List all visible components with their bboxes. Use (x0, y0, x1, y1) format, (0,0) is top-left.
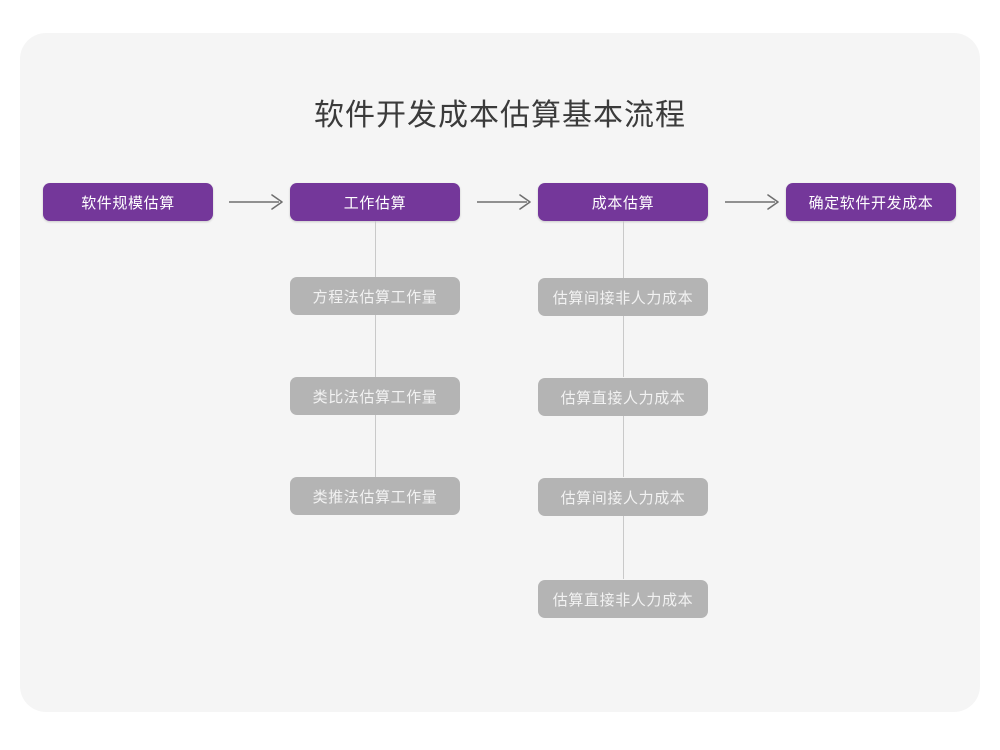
connector-line-col3-2 (623, 316, 624, 377)
substep-box-col2-2[interactable]: 类比法估算工作量 (290, 377, 460, 415)
page-title: 软件开发成本估算基本流程 (314, 99, 686, 132)
substep-box-col3-2[interactable]: 估算直接人力成本 (538, 378, 708, 416)
stage-box-1[interactable]: 软件规模估算 (43, 183, 213, 221)
connector-line-col2-3 (375, 415, 376, 477)
right-arrow-icon-2 (473, 190, 538, 214)
substep-box-col3-4[interactable]: 估算直接非人力成本 (538, 580, 708, 618)
diagram-card (20, 33, 980, 712)
substep-box-col2-3[interactable]: 类推法估算工作量 (290, 477, 460, 515)
substep-box-col3-3[interactable]: 估算间接人力成本 (538, 478, 708, 516)
connector-line-col3-4 (623, 516, 624, 579)
stage-box-4[interactable]: 确定软件开发成本 (786, 183, 956, 221)
connector-line-col3-1 (623, 221, 624, 278)
stage-box-2[interactable]: 工作估算 (290, 183, 460, 221)
connector-line-col2-1 (375, 221, 376, 277)
stage-box-3[interactable]: 成本估算 (538, 183, 708, 221)
right-arrow-icon-3 (721, 190, 786, 214)
substep-box-col2-1[interactable]: 方程法估算工作量 (290, 277, 460, 315)
right-arrow-icon-1 (225, 190, 290, 214)
connector-line-col3-3 (623, 416, 624, 477)
connector-line-col2-2 (375, 315, 376, 377)
substep-box-col3-1[interactable]: 估算间接非人力成本 (538, 278, 708, 316)
